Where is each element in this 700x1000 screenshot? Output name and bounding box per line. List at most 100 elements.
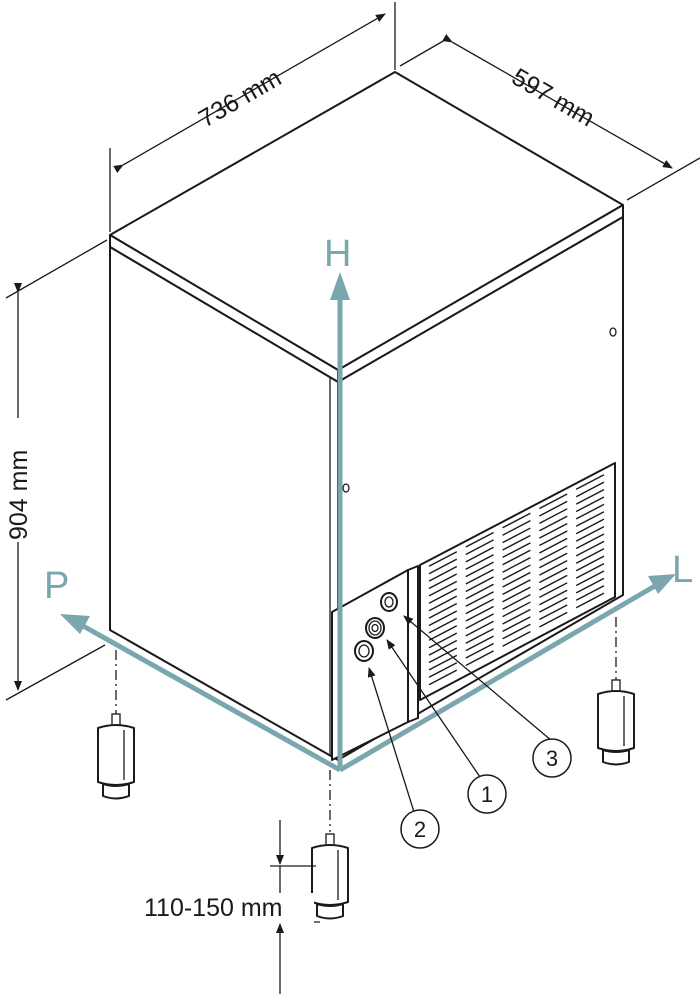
grille-slat (502, 549, 531, 566)
grille-slat (502, 586, 531, 603)
grille-slat (428, 610, 458, 627)
grille-slat (539, 508, 568, 524)
axis-p-arrowhead (60, 614, 90, 634)
grille-slat (465, 620, 494, 637)
grille-slat (502, 631, 531, 647)
callout-2-label: 2 (414, 817, 426, 842)
grille-slat (539, 611, 568, 628)
connector-1 (365, 617, 385, 639)
grille-slat (502, 608, 531, 625)
grille-slat (502, 571, 531, 588)
grille-slat (539, 522, 568, 539)
grille-slat (575, 525, 605, 542)
axis-h-label: H (324, 233, 351, 275)
grille-slat (428, 558, 458, 575)
grille-frame (419, 462, 616, 701)
grille-slat (539, 582, 568, 598)
grille-slat (465, 539, 494, 556)
grille-slat (502, 601, 531, 618)
axes: H P L (44, 233, 693, 773)
grille-slat (575, 488, 605, 505)
dimension-feet: 110-150 mm (142, 820, 320, 994)
grille-slat (575, 474, 605, 490)
grille-slat (465, 591, 494, 607)
grille-slat (575, 503, 605, 520)
callout-1-label: 1 (481, 782, 493, 807)
grille-slat (539, 493, 568, 510)
grille-slat (539, 515, 568, 532)
depth-label: 597 mm (507, 63, 599, 132)
axis-l-arrowhead (648, 574, 676, 594)
grille-slat (575, 496, 605, 513)
grille-slat (575, 511, 605, 527)
grille-slat (502, 616, 531, 633)
grille-slat (539, 545, 568, 561)
grille-slat (502, 520, 531, 536)
grille-slat (428, 625, 458, 641)
grille-slat (428, 565, 458, 582)
grille-slat (575, 533, 605, 550)
grille-slat (428, 595, 458, 612)
grille-slat (428, 654, 458, 671)
grille-slat (539, 567, 568, 584)
grille-slat (428, 580, 458, 597)
height-label: 904 mm (5, 450, 33, 540)
foot-left (97, 650, 135, 800)
grille-slat (575, 555, 605, 572)
callout-3-label: 3 (546, 746, 558, 771)
screw-hole (342, 483, 350, 493)
connection-plate-edge (407, 565, 419, 723)
grille-slat (539, 596, 568, 613)
callout-3: 3 (403, 615, 572, 778)
foot-front (311, 770, 349, 920)
grille-slat (428, 617, 458, 634)
grille-slat (502, 542, 531, 559)
grille-slat (575, 570, 605, 587)
grille-slats (428, 474, 605, 686)
width-label: 736 mm (194, 64, 286, 133)
feet-label: 110-150 mm (144, 894, 283, 922)
grille-slat (428, 647, 458, 664)
grille-slat (465, 546, 494, 563)
grille-slat (428, 551, 458, 567)
grille-slat (428, 602, 458, 619)
grille-slat (502, 527, 531, 544)
grille-slat (575, 592, 605, 609)
grille-slat (465, 605, 494, 622)
grille-slat (428, 573, 458, 590)
axis-l-line (338, 580, 662, 773)
axis-p-label: P (44, 565, 69, 607)
grille-slat (502, 594, 531, 610)
grille-slat (539, 552, 568, 569)
connector-3 (380, 592, 398, 612)
grille-slat (575, 540, 605, 557)
grille-slat (465, 635, 494, 652)
grille-slat (465, 576, 494, 593)
axis-l-label: L (672, 549, 693, 591)
axis-h-arrowhead (330, 272, 350, 300)
grille-slat (465, 568, 494, 585)
grille-slat (465, 650, 494, 667)
grille-slat (465, 628, 494, 644)
grille-slat (575, 577, 605, 594)
grille-slat (428, 669, 458, 686)
grille-slat (428, 632, 458, 649)
grille-slat (465, 583, 494, 600)
grille-slat (575, 585, 605, 601)
dimension-height: 904 mm (4, 239, 108, 701)
grille-slat (465, 531, 494, 548)
grille-slat (575, 518, 605, 535)
grille-slat (539, 574, 568, 591)
callout-2: 2 (367, 667, 440, 849)
grille-slat (465, 554, 494, 570)
grille-slat (502, 534, 531, 551)
foot-right (597, 617, 635, 766)
callout-1: 1 (386, 639, 507, 814)
grille-slat (465, 598, 494, 615)
grille-slat (502, 623, 531, 640)
grille-slat (539, 537, 568, 554)
grille-slat (539, 500, 568, 517)
grille-slat (465, 642, 494, 659)
grille-slat (575, 548, 605, 564)
